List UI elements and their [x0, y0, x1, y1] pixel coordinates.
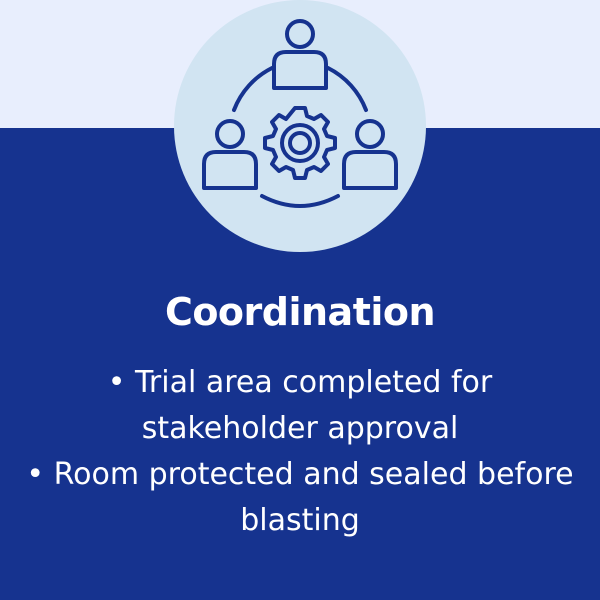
page-title: Coordination	[164, 290, 436, 334]
bullet-item: • Trial area completed for stakeholder a…	[107, 365, 493, 446]
bullet-list: • Trial area completed for stakeholder a…	[20, 360, 580, 544]
bullet-item: • Room protected and sealed before blast…	[26, 457, 574, 538]
team-coordination-icon	[202, 19, 398, 208]
icon-circle	[174, 0, 426, 252]
